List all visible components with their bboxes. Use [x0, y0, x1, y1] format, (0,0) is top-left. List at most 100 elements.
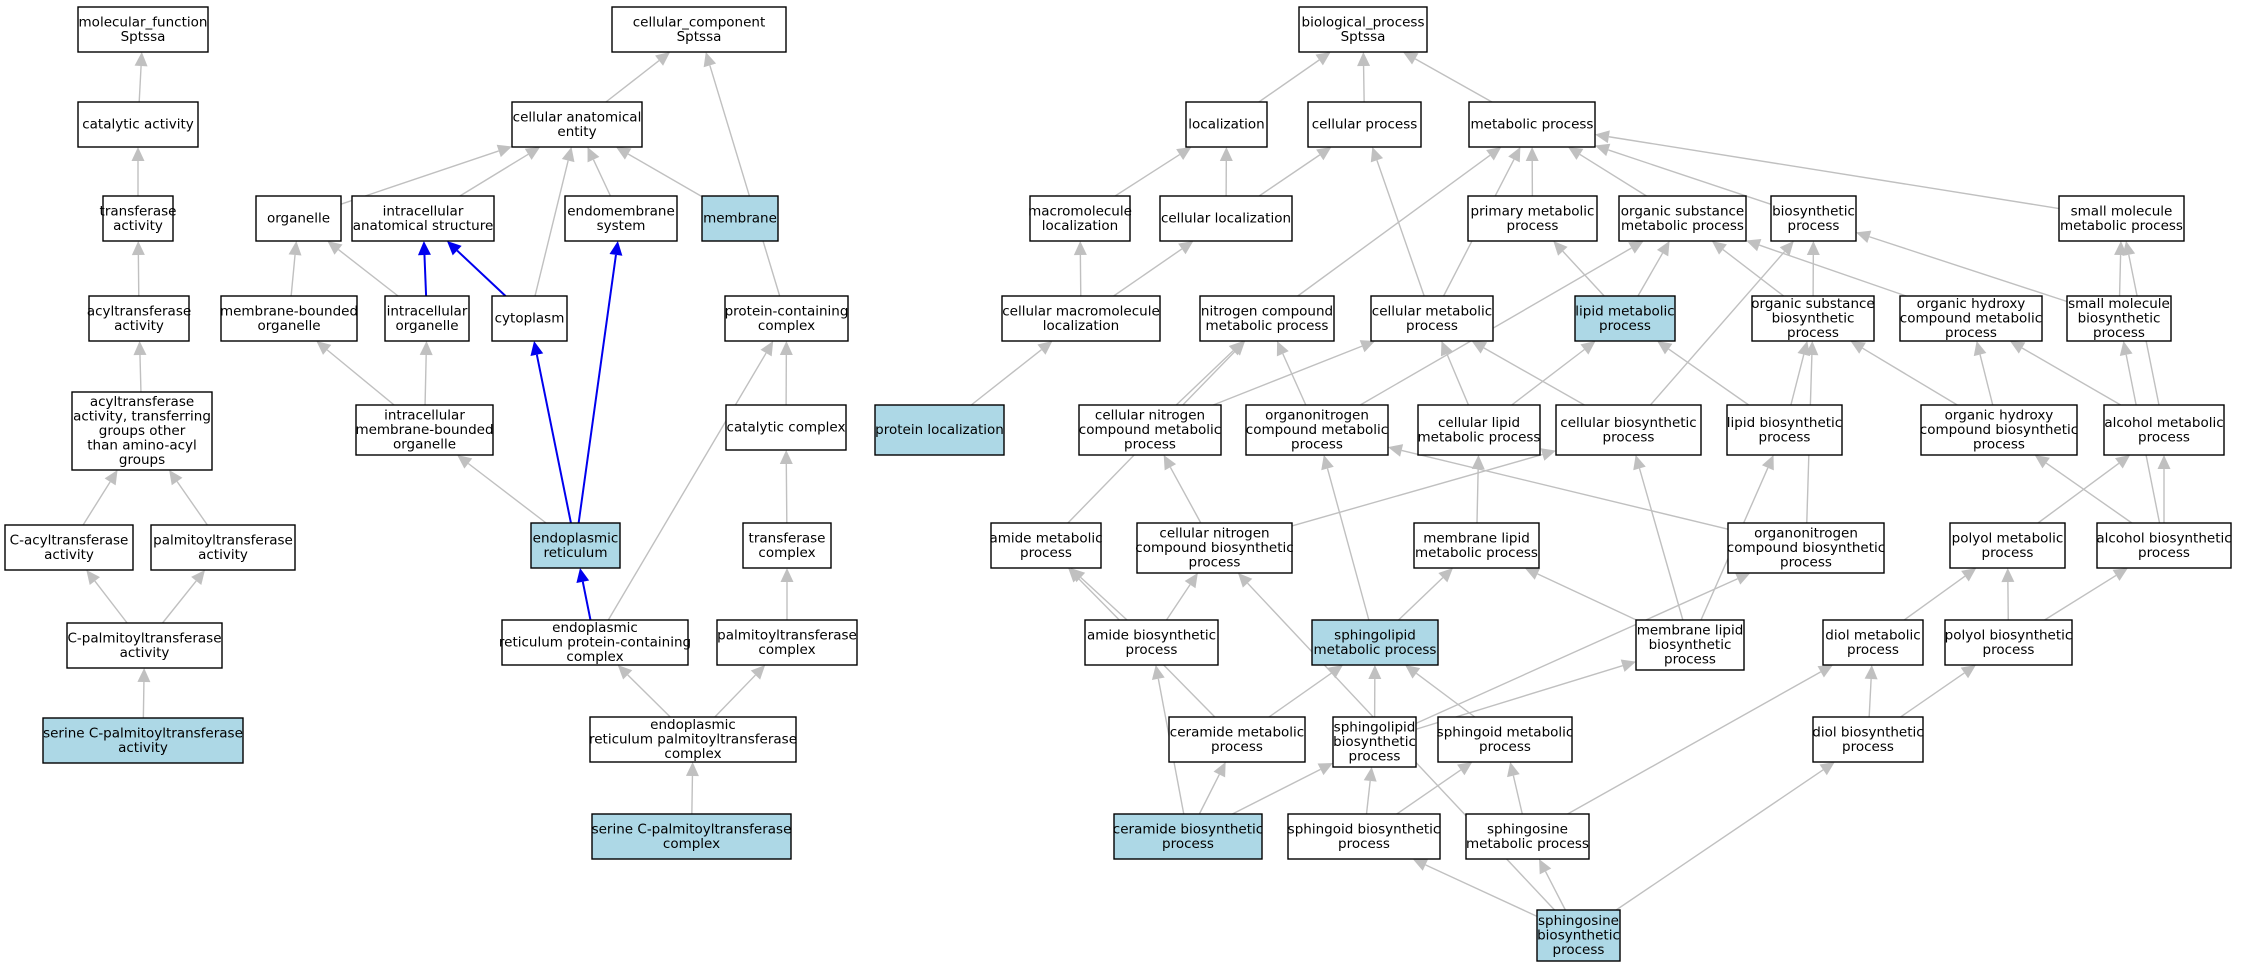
- node-box[interactable]: [564, 195, 678, 242]
- node-box[interactable]: [102, 195, 174, 242]
- node-box[interactable]: [701, 195, 779, 242]
- node-box[interactable]: [1465, 813, 1590, 860]
- node-box[interactable]: [1618, 195, 1747, 242]
- node-box[interactable]: [1770, 195, 1857, 242]
- node-box[interactable]: [1751, 295, 1875, 342]
- node-box[interactable]: [491, 295, 568, 342]
- node-box[interactable]: [1287, 813, 1441, 860]
- go-term-node-membrane[interactable]: membrane: [701, 195, 779, 242]
- node-box[interactable]: [1726, 404, 1843, 456]
- node-box[interactable]: [1822, 619, 1924, 666]
- node-box[interactable]: [874, 404, 1005, 456]
- node-box[interactable]: [1298, 6, 1428, 53]
- node-box[interactable]: [1245, 404, 1389, 456]
- node-box[interactable]: [88, 295, 190, 342]
- node-box[interactable]: [1635, 619, 1745, 671]
- node-box[interactable]: [1199, 295, 1335, 342]
- node-box[interactable]: [1078, 404, 1222, 456]
- node-box[interactable]: [1437, 716, 1573, 763]
- node-box[interactable]: [77, 101, 199, 148]
- go-term-node-catact[interactable]: catalytic activity: [77, 101, 199, 148]
- node-box[interactable]: [1113, 813, 1263, 860]
- node-box[interactable]: [1413, 522, 1540, 569]
- node-box[interactable]: [255, 195, 342, 242]
- node-box[interactable]: [1417, 404, 1541, 456]
- go-term-node-cytoplasm[interactable]: cytoplasm: [491, 295, 568, 342]
- go-term-node-localization[interactable]: localization: [1185, 101, 1268, 148]
- node-box[interactable]: [150, 524, 296, 571]
- node-box[interactable]: [355, 404, 494, 456]
- node-box[interactable]: [1001, 295, 1161, 342]
- node-box[interactable]: [530, 522, 621, 569]
- node-box[interactable]: [511, 101, 643, 148]
- go-term-node-metproc[interactable]: metabolic process: [1468, 101, 1596, 148]
- node-box[interactable]: [1159, 195, 1293, 242]
- node-box[interactable]: [1727, 522, 1885, 574]
- node-box[interactable]: [1307, 101, 1422, 148]
- node-box[interactable]: [990, 522, 1102, 569]
- node-box[interactable]: [724, 295, 849, 342]
- node-box[interactable]: [589, 716, 797, 763]
- node-box[interactable]: [2096, 522, 2232, 569]
- node-box[interactable]: [351, 195, 495, 242]
- node-box[interactable]: [1555, 404, 1702, 456]
- node-box[interactable]: [1084, 619, 1219, 666]
- node-box[interactable]: [2066, 295, 2172, 342]
- node-box[interactable]: [1311, 619, 1439, 666]
- node-box[interactable]: [1168, 716, 1306, 763]
- go-term-node-organelle[interactable]: organelle: [255, 195, 342, 242]
- node-box[interactable]: [1574, 295, 1676, 342]
- node-box[interactable]: [1920, 404, 2078, 456]
- node-box[interactable]: [1899, 295, 2043, 342]
- node-box[interactable]: [66, 622, 223, 669]
- node-box[interactable]: [1029, 195, 1131, 242]
